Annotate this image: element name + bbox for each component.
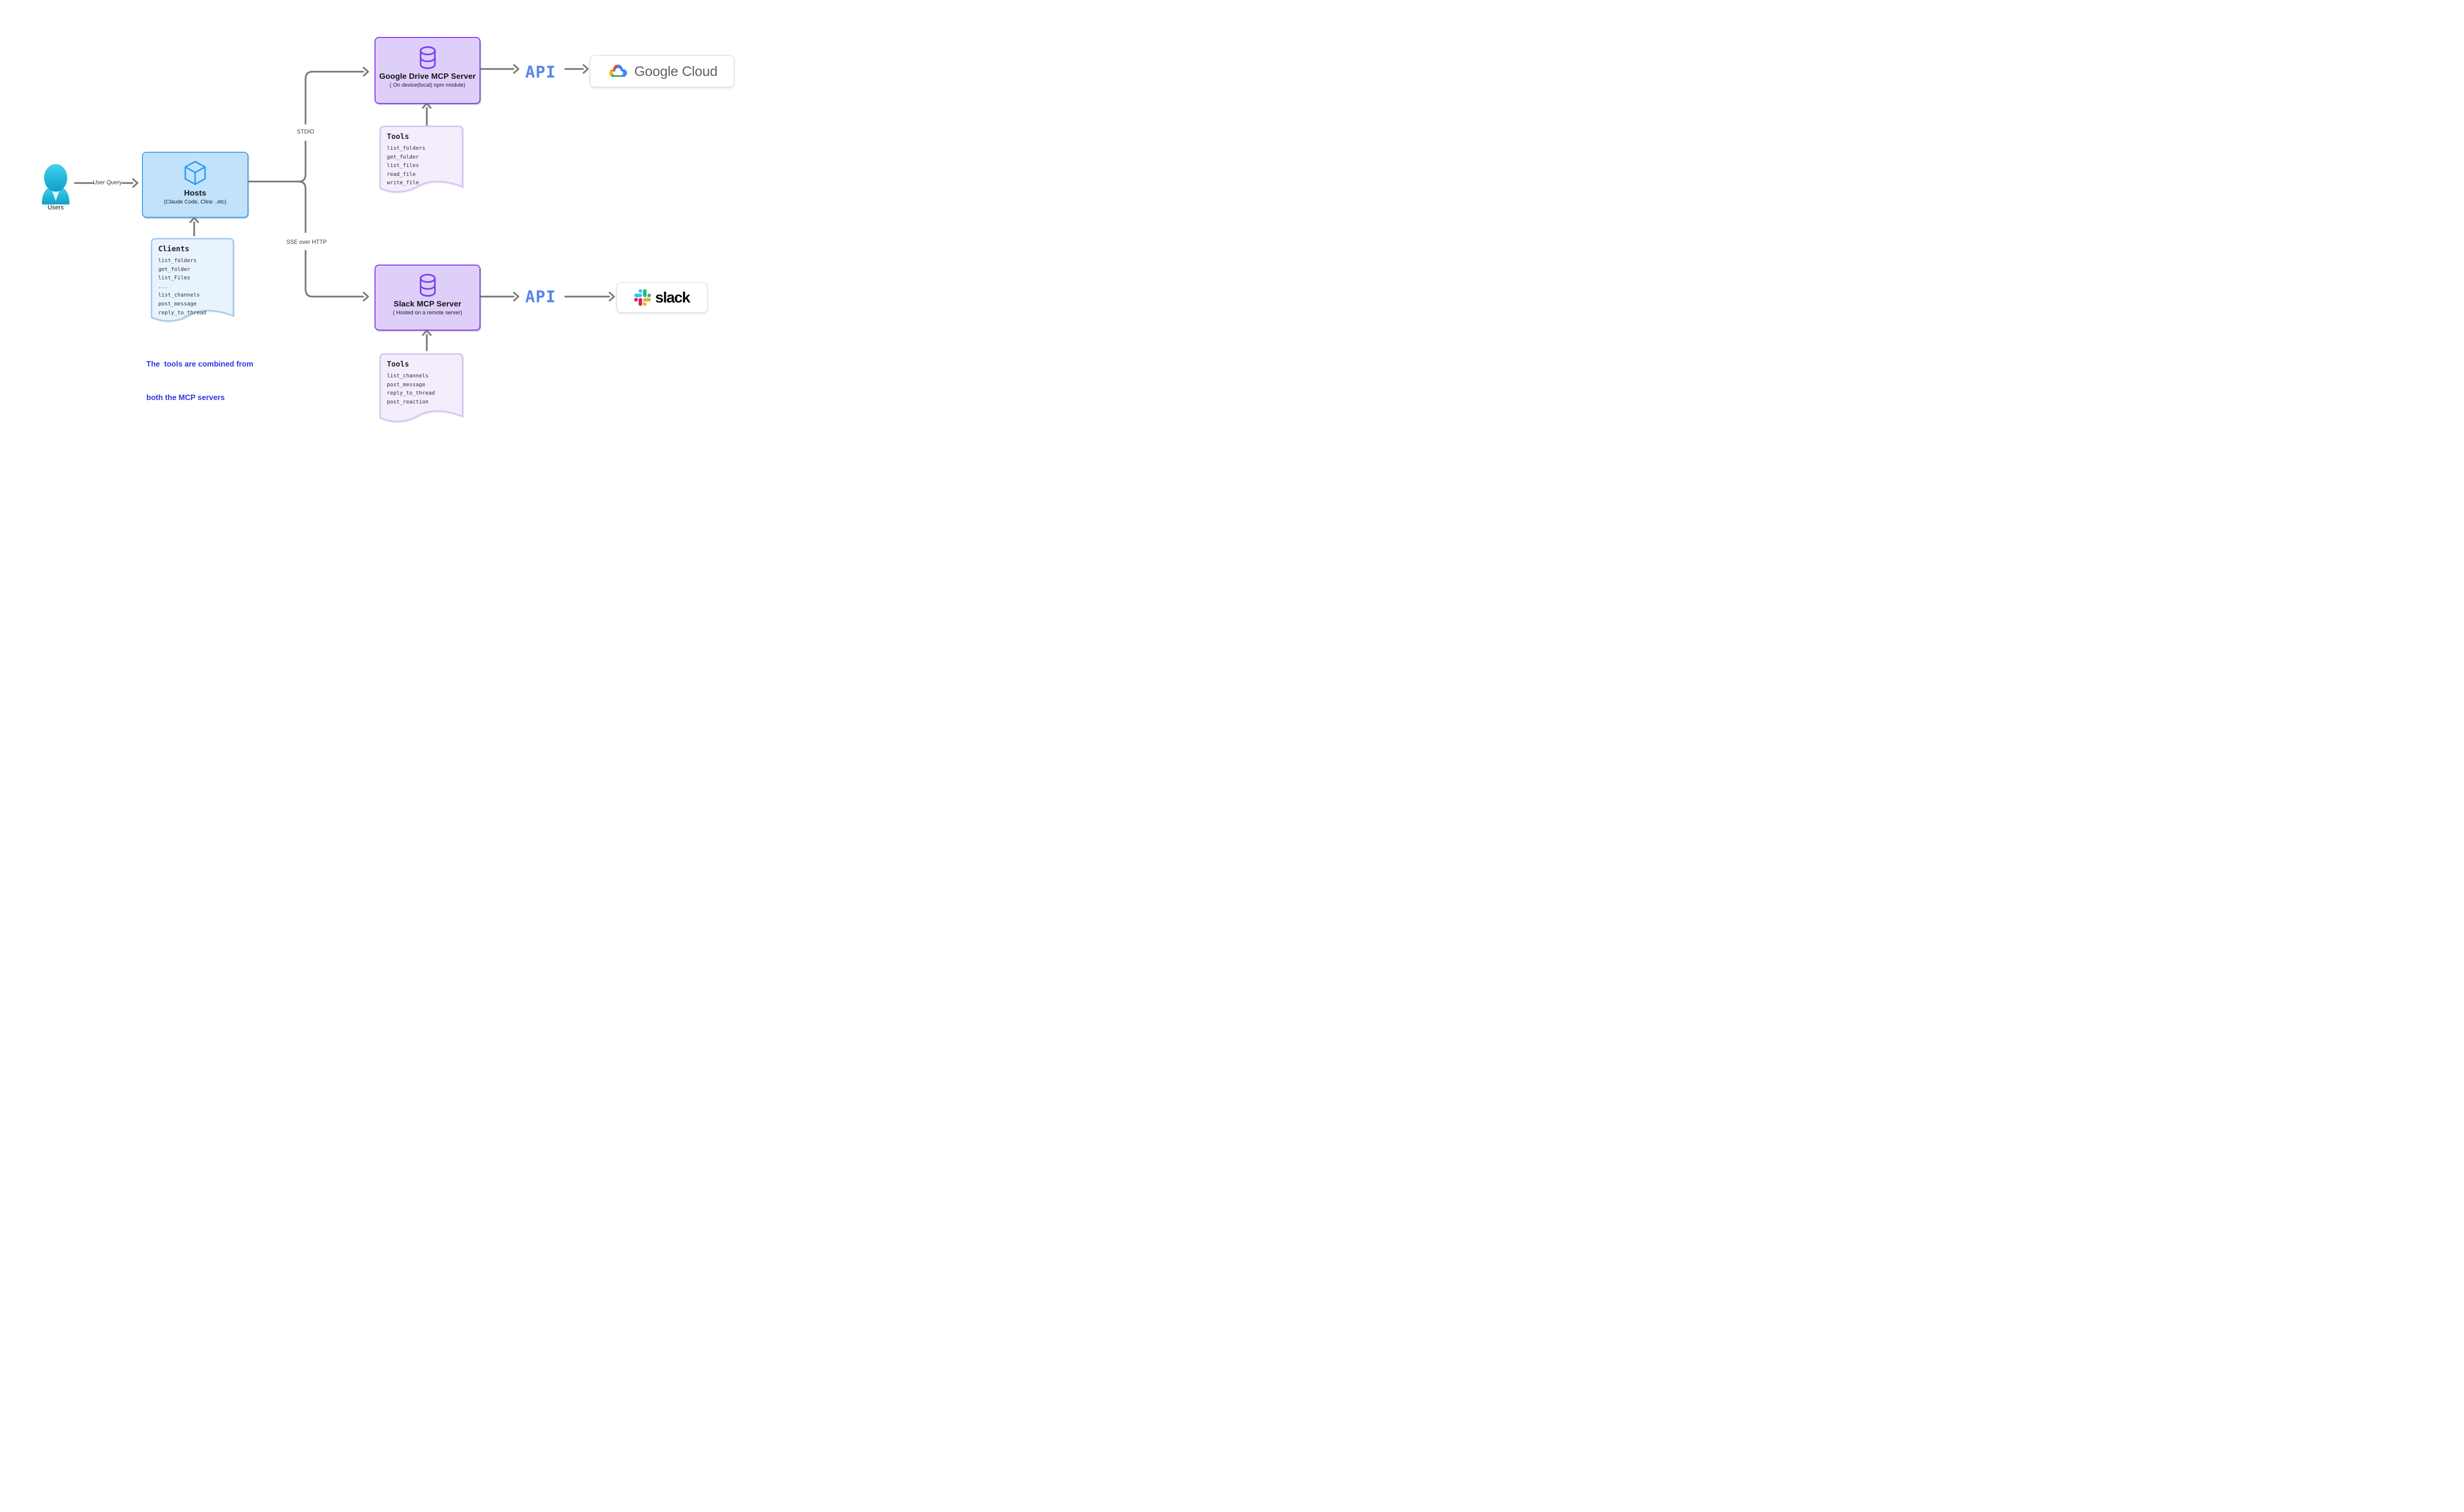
gdrive-server-title: Google Drive MCP Server xyxy=(379,72,476,81)
clients-to-hosts-arrow xyxy=(189,217,199,236)
clients-note-items: list_folders get_folder list_Files... list_… xyxy=(158,256,234,317)
user-query-connector xyxy=(74,178,138,188)
slack-card: slack xyxy=(616,282,708,313)
annotation-text: The tools are combined from both the MCP… xyxy=(146,337,253,426)
tool-item: post_message xyxy=(158,300,197,307)
slack-api-connector xyxy=(477,292,615,302)
database-icon xyxy=(419,273,436,297)
tool-item: reply_to_thread xyxy=(387,390,435,397)
cube-icon xyxy=(184,161,206,185)
gdrive-mcp-server-node: Google Drive MCP Server ( On device(loca… xyxy=(375,37,480,104)
users-label: Users xyxy=(47,204,64,211)
tool-item: write_file xyxy=(387,179,419,186)
gdrive-tools-title: Tools xyxy=(387,132,410,141)
clients-note-title: Clients xyxy=(158,244,190,253)
database-icon xyxy=(419,46,436,69)
note-shape xyxy=(379,126,463,193)
tool-item: list_channels xyxy=(158,292,200,299)
annotation-line1: The tools are combined from xyxy=(146,360,254,369)
mcp-architecture-diagram: Users User Query STDIO SSE over HTTP API… xyxy=(0,0,759,447)
tool-item: read_file xyxy=(387,170,416,177)
slack-icon xyxy=(634,289,651,306)
gdrive-api-connector xyxy=(477,64,589,74)
tool-item: get_folder xyxy=(158,266,191,272)
note-shape xyxy=(379,353,463,422)
slack-tools-title: Tools xyxy=(387,360,410,369)
hosts-subtitle: (Claude Code, Cline ..etc) xyxy=(164,199,227,205)
tool-item: list_Files xyxy=(158,274,191,281)
tool-item: ... xyxy=(158,283,168,290)
users-icon xyxy=(42,164,69,204)
note-shape xyxy=(151,238,234,322)
tool-item: get_folder xyxy=(387,153,419,160)
tool-item: post_message xyxy=(387,381,426,388)
hosts-title: Hosts xyxy=(184,189,206,198)
slack-tools-note: Tools list_channels post_message reply_to_… xyxy=(379,353,463,425)
tool-item: list_folders xyxy=(158,257,197,264)
slack-server-title: Slack MCP Server xyxy=(393,300,462,308)
google-cloud-icon xyxy=(609,64,627,77)
slack-tools-items: list_channels post_message reply_to_thread… xyxy=(387,371,463,406)
google-cloud-card: Google Cloud xyxy=(590,55,734,87)
gdrive-server-subtitle: ( On device(local) npm module) xyxy=(389,82,466,88)
stdio-label: STDIO xyxy=(297,129,314,135)
connector-layer xyxy=(74,64,615,351)
api-label-bottom: API xyxy=(525,287,556,306)
sse-over-http-label: SSE over HTTP xyxy=(286,239,327,245)
tool-item: list_channels xyxy=(387,372,429,379)
slack-server-subtitle: ( Hosted on a remote server) xyxy=(393,310,462,316)
tool-item: list_files xyxy=(387,162,419,169)
google-cloud-label: Google Cloud xyxy=(634,63,718,79)
user-query-label: User Query xyxy=(93,180,122,186)
slack-tools-arrow xyxy=(422,330,432,351)
slack-label: slack xyxy=(655,289,690,306)
hosts-node: Hosts (Claude Code, Cline ..etc) xyxy=(142,152,248,218)
tool-item: post_reaction xyxy=(387,398,429,405)
tool-item: reply_to_thread xyxy=(158,309,206,316)
clients-note: Clients list_folders get_folder list_Files… xyxy=(151,238,234,325)
annotation-line2: both the MCP servers xyxy=(146,393,225,402)
gdrive-tools-arrow xyxy=(422,102,432,126)
api-label-top: API xyxy=(525,62,556,82)
slack-mcp-server-node: Slack MCP Server ( Hosted on a remote se… xyxy=(375,265,480,331)
tool-item: list_folders xyxy=(387,145,426,151)
hosts-branch-connector xyxy=(245,67,369,302)
